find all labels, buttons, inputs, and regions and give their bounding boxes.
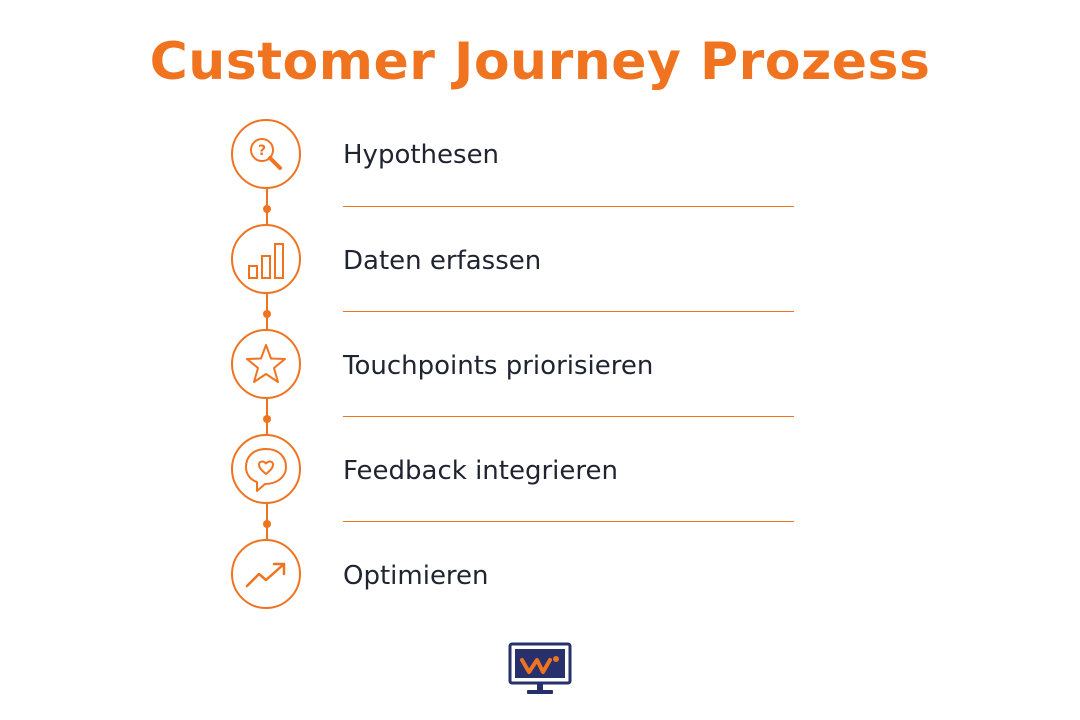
step-5-circle: [231, 539, 301, 609]
step-divider: [343, 206, 794, 207]
svg-text:?: ?: [258, 143, 266, 159]
step-divider: [343, 416, 794, 417]
connector-dot: [263, 205, 271, 213]
star-icon: [246, 344, 286, 383]
bar-chart-icon: [248, 243, 284, 279]
page-title: Customer Journey Prozess: [149, 32, 931, 92]
connector-dot: [263, 520, 271, 528]
connector-dot: [263, 415, 271, 423]
step-2-circle: [231, 224, 301, 294]
connector-dot: [263, 310, 271, 318]
step-3-label: Touchpoints priorisieren: [343, 351, 654, 381]
trend-up-arrow-icon: [245, 562, 286, 588]
brand-logo: [506, 641, 574, 697]
step-divider: [343, 521, 794, 522]
step-4-label: Feedback integrieren: [343, 456, 618, 486]
question-magnifier-icon: ?: [250, 138, 282, 170]
step-1-label: Hypothesen: [343, 140, 500, 170]
step-3-circle: [231, 329, 301, 399]
step-2-label: Daten erfassen: [343, 246, 542, 276]
step-5-label: Optimieren: [343, 561, 489, 591]
step-4-circle: [231, 434, 301, 504]
heart-speech-bubble-icon: [245, 448, 287, 492]
step-1-circle: ?: [231, 119, 301, 189]
step-divider: [343, 311, 794, 312]
